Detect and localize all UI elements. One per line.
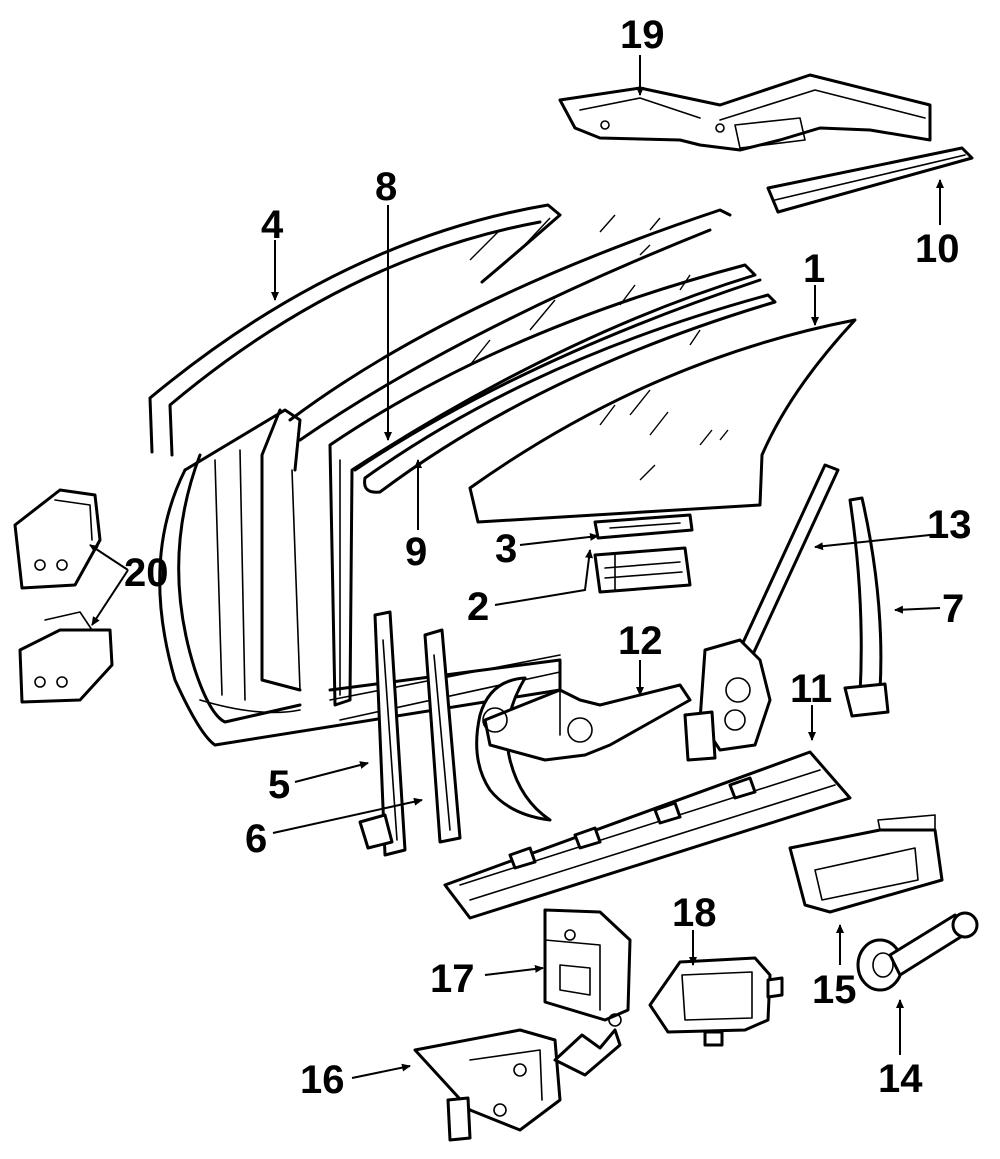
callout-leaders xyxy=(89,55,944,1079)
part-11-sill-seal xyxy=(443,750,852,920)
callout-13: 13 xyxy=(927,503,972,547)
part-19-trim-panel xyxy=(558,73,932,152)
callout-1: 1 xyxy=(803,247,825,291)
part-10-belt-molding xyxy=(766,146,974,214)
part-18-module xyxy=(648,956,784,1047)
part-9-inner-seal xyxy=(363,293,777,494)
callout-20: 20 xyxy=(124,551,169,595)
part-20-hinge xyxy=(13,488,114,704)
callout-3: 3 xyxy=(495,527,517,571)
callout-4: 4 xyxy=(261,203,284,247)
callout-12: 12 xyxy=(618,619,663,663)
callout-18: 18 xyxy=(672,891,717,935)
callout-7: 7 xyxy=(942,587,964,631)
part-4-weatherstrip xyxy=(148,203,562,457)
part-12-regulator xyxy=(475,676,692,822)
part-1-window-glass xyxy=(468,318,857,524)
part-3-clip xyxy=(593,513,694,540)
part-7-guide xyxy=(843,496,890,718)
part-13-regulator-arm xyxy=(683,463,840,762)
part-15-door-handle xyxy=(788,814,944,914)
callout-5: 5 xyxy=(268,763,290,807)
part-6-channel xyxy=(423,628,462,844)
callout-14: 14 xyxy=(878,1057,923,1101)
callout-10: 10 xyxy=(915,227,960,271)
part-5-channel xyxy=(358,610,407,857)
part-16-door-latch xyxy=(413,1028,622,1142)
door-frame-seal xyxy=(158,208,732,747)
callout-17: 17 xyxy=(430,957,475,1001)
callout-labels: 1 2 3 4 5 6 7 8 9 10 11 12 13 14 15 16 1… xyxy=(124,13,972,1102)
callout-2: 2 xyxy=(467,585,489,629)
callout-9: 9 xyxy=(405,530,427,574)
callout-19: 19 xyxy=(620,13,665,57)
callout-6: 6 xyxy=(245,817,267,861)
part-14-crank-handle xyxy=(856,911,979,992)
part-8-run-channel xyxy=(328,263,762,707)
callout-15: 15 xyxy=(812,968,857,1012)
part-2-sash-channel xyxy=(593,546,692,594)
callout-11: 11 xyxy=(790,667,832,711)
callout-8: 8 xyxy=(375,165,397,209)
callout-16: 16 xyxy=(300,1058,345,1102)
part-17-lock-actuator xyxy=(543,908,632,1027)
